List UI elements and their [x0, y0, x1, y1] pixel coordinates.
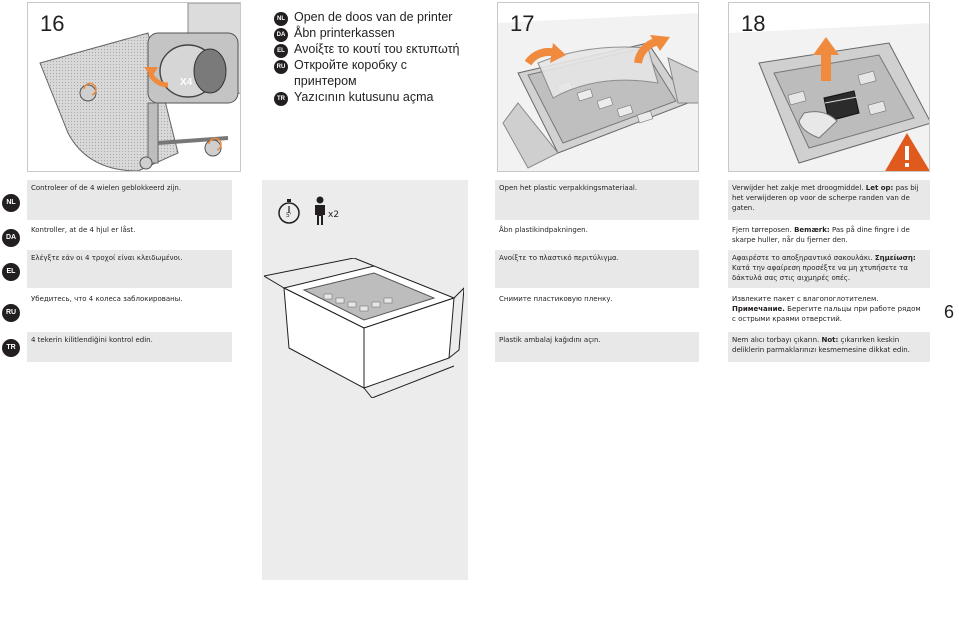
- step18-ru-post: Берегите пальцы при работе рядом с остры…: [732, 305, 921, 323]
- step18-da-post: Pas på dine fingre i de skarpe huller, n…: [732, 226, 910, 244]
- info-column: 5' x2: [262, 180, 468, 580]
- open-plastic-illustration: [498, 13, 698, 171]
- title-tr: Yazıcının kutusunu açma: [294, 90, 434, 104]
- step18-tr-pre: Nem alıcı torbayı çıkarın.: [732, 336, 820, 344]
- wheel-count-label: X4: [180, 77, 193, 88]
- section-title: NL Open de doos van de printer DA Åbn pr…: [274, 8, 494, 108]
- step16-text-ru: Убедитесь, что 4 колеса заблокированы.: [31, 295, 183, 303]
- step18-el-note: Σημείωση:: [874, 254, 916, 262]
- step18-text-el: Αφαιρέστε το αποξηραντικό σακουλάκι. Σημ…: [728, 250, 930, 288]
- step17-text-tr: Plastik ambalaj kağıdını açın.: [495, 332, 699, 362]
- time-label: 5': [286, 212, 292, 219]
- step18-ru-pre: Извлеките пакет с влагопоглотителем.: [732, 295, 879, 303]
- step18-illustration: 18: [728, 2, 930, 172]
- step16-text-tr: 4 tekerin kilitlendiğini kontrol edin.: [27, 332, 232, 362]
- step17-text-da: Åbn plastikindpakningen.: [499, 226, 588, 234]
- lang-badge-tr: TR: [2, 339, 20, 357]
- step-number: 18: [741, 11, 766, 36]
- page-number: 6: [944, 302, 955, 322]
- step17-text-el: Ανοίξτε το πλαστικό περιτύλιγμα.: [495, 250, 699, 288]
- title-da: Åbn printerkassen: [294, 26, 395, 40]
- lang-badge-el: EL: [2, 263, 20, 281]
- step18-text-ru: Извлеките пакет с влагопоглотителем. При…: [728, 291, 930, 329]
- lang-badge-da: DA: [2, 229, 20, 247]
- step17-illustration: 17: [497, 2, 699, 172]
- step17-text-ru: Снимите пластиковую пленку.: [499, 295, 613, 303]
- step16-text-nl: Controleer of de 4 wielen geblokkeerd zi…: [27, 180, 232, 220]
- people-count: x2: [328, 210, 340, 220]
- person-icon: [315, 196, 325, 225]
- lang-badge-nl: NL: [274, 12, 288, 26]
- step18-nl-note: Let op:: [865, 184, 894, 192]
- step18-text-tr: Nem alıcı torbayı çıkarın. Not: çıkarırk…: [728, 332, 930, 362]
- step18-da-pre: Fjern tørreposen.: [732, 226, 792, 234]
- printer-box-illustration: [264, 258, 464, 398]
- title-el: Ανοίξτε το κουτί του εκτυπωτή: [294, 42, 460, 56]
- step18-tr-note: Not:: [821, 336, 839, 344]
- title-ru-cont: принтером: [294, 74, 357, 88]
- lang-badge-el: EL: [274, 44, 288, 58]
- title-nl: Open de doos van de printer: [294, 10, 453, 24]
- step18-tr-post: çıkarırken keskin deliklerin parmakların…: [732, 336, 910, 354]
- step18-el-post: Κατά την αφαίρεση προσέξτε να μη χτυπήσε…: [732, 264, 908, 282]
- step16-text-da: Kontroller, at de 4 hjul er låst.: [31, 226, 136, 234]
- remove-desiccant-illustration: [729, 23, 929, 171]
- step18-ru-note: Примечание.: [732, 305, 785, 313]
- lang-badge-da: DA: [274, 28, 288, 42]
- step18-nl-pre: Verwijder het zakje met droogmiddel.: [732, 184, 864, 192]
- step-number: 16: [40, 11, 65, 36]
- step18-el-pre: Αφαιρέστε το αποξηραντικό σακουλάκι.: [732, 254, 873, 262]
- step-number: 17: [510, 11, 535, 36]
- step18-da-note: Bemærk:: [794, 226, 830, 234]
- step18-text-da: Fjern tørreposen. Bemærk: Pas på dine fi…: [728, 222, 930, 248]
- lang-badge-ru: RU: [274, 60, 288, 74]
- step18-nl-post: pas bij het verwijderen op voor de scher…: [732, 184, 919, 212]
- lang-badge-ru: RU: [2, 304, 20, 322]
- title-ru: Откройте коробку с: [294, 58, 408, 72]
- stopwatch-icon: [278, 199, 300, 224]
- step16-illustration: 16 X4: [27, 2, 241, 172]
- lang-badge-nl: NL: [2, 194, 20, 212]
- step16-text-el: Ελέγξτε εάν οι 4 τροχοί είναι κλειδωμένο…: [27, 250, 232, 288]
- step17-text-nl: Open het plastic verpakkingsmateriaal.: [495, 180, 699, 220]
- printer-stand-wheel-illustration: [39, 3, 240, 171]
- step18-text-nl: Verwijder het zakje met droogmiddel. Let…: [728, 180, 930, 220]
- lang-badge-tr: TR: [274, 92, 288, 106]
